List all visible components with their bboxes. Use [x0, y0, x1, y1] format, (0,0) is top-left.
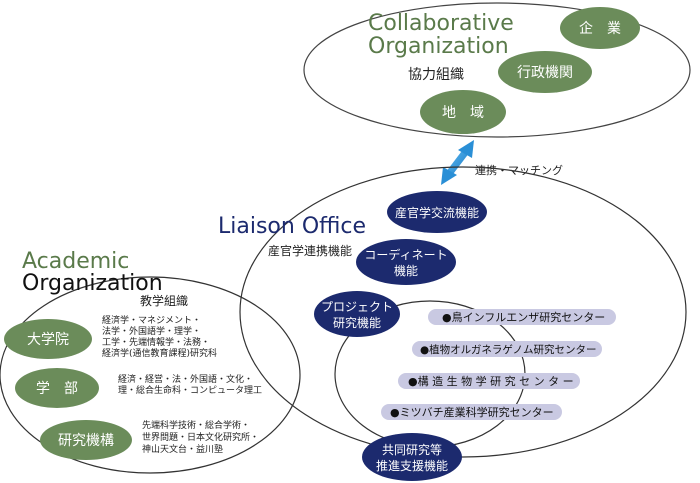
node-government-label: 行政機関: [517, 65, 573, 81]
unit-research-organization-detail-3: 神山天文台・益川塾: [142, 443, 223, 455]
liaison-ellipse: [239, 166, 687, 458]
support-function-label-2: 推進支援機能: [376, 458, 448, 473]
unit-research-organization-label: 研究機構: [58, 433, 114, 449]
center-structural-biology-label: ●構 造 生 物 学 研 究 セ ン タ ー: [408, 374, 574, 388]
exchange-function[interactable]: [387, 191, 487, 233]
link-label: 連携・マッチング: [475, 163, 563, 177]
node-company-label: 企 業: [579, 20, 621, 37]
collaborative-subtitle: 協力組織: [408, 67, 464, 83]
node-region-label: 地 域: [442, 105, 484, 121]
collaborative-title-line2: Organization: [368, 34, 509, 59]
project-function-label-2: 研究機能: [333, 315, 381, 330]
unit-research-organization[interactable]: [40, 420, 132, 460]
node-region[interactable]: [420, 90, 506, 134]
unit-graduate-school-detail-4: 経済学(通信教育課程)研究科: [102, 347, 217, 359]
coordinate-function[interactable]: [356, 239, 456, 285]
center-plant-genome[interactable]: [412, 341, 602, 357]
unit-faculties-detail-1: 経済・経営・法・外国語・文化・: [118, 373, 253, 385]
project-function-label-1: プロジェクト: [321, 300, 393, 314]
support-function[interactable]: [362, 433, 462, 481]
academic-title-line1: Academic: [22, 249, 129, 274]
node-government[interactable]: [498, 51, 592, 93]
bidirectional-arrow-icon: [441, 140, 474, 185]
support-function-label-1: 共同研究等: [382, 442, 442, 457]
academic-subtitle: 教学組織: [140, 293, 188, 308]
center-plant-genome-label: ●植物オルガネラゲノム研究センター: [420, 343, 597, 356]
academic-title-line2: Organization: [22, 271, 163, 296]
liaison-subtitle: 産官学連携機能: [268, 243, 352, 258]
exchange-function-label: 産官学交流機能: [395, 205, 479, 220]
collaborative-title-line1: Collaborative: [368, 11, 514, 36]
center-honeybee[interactable]: [381, 404, 562, 420]
unit-faculties[interactable]: [15, 368, 99, 408]
center-avian-flu-label: ●鳥インフルエンザ研究センター: [442, 310, 605, 324]
academic-ellipse: [0, 276, 301, 474]
unit-graduate-school-detail-3: 工学・先端情報学・法務・: [102, 336, 210, 348]
unit-faculties-label: 学 部: [36, 381, 78, 397]
node-company[interactable]: [560, 7, 640, 49]
unit-research-organization-detail-1: 先端科学技術・総合学術・: [142, 419, 250, 431]
liaison-title: Liaison Office: [218, 214, 366, 239]
coordinate-function-label-2: 機能: [394, 263, 418, 278]
unit-research-organization-detail-2: 世界問題・日本文化研究所・: [142, 431, 259, 443]
coordinate-function-label-1: コーディネート: [364, 247, 447, 262]
unit-graduate-school[interactable]: [4, 319, 92, 359]
project-function[interactable]: [314, 291, 400, 337]
unit-graduate-school-detail-2: 法学・外国語学・理学・: [102, 325, 201, 337]
unit-graduate-school-label: 大学院: [27, 332, 69, 348]
unit-faculties-detail-2: 理・総合生命科・コンピュータ理工: [118, 384, 262, 396]
unit-graduate-school-detail-1: 経済学・マネジメント・: [102, 314, 201, 326]
center-structural-biology[interactable]: [398, 373, 580, 389]
center-honeybee-label: ●ミツバチ産業科学研究センター: [390, 405, 554, 419]
center-avian-flu[interactable]: [428, 309, 616, 325]
